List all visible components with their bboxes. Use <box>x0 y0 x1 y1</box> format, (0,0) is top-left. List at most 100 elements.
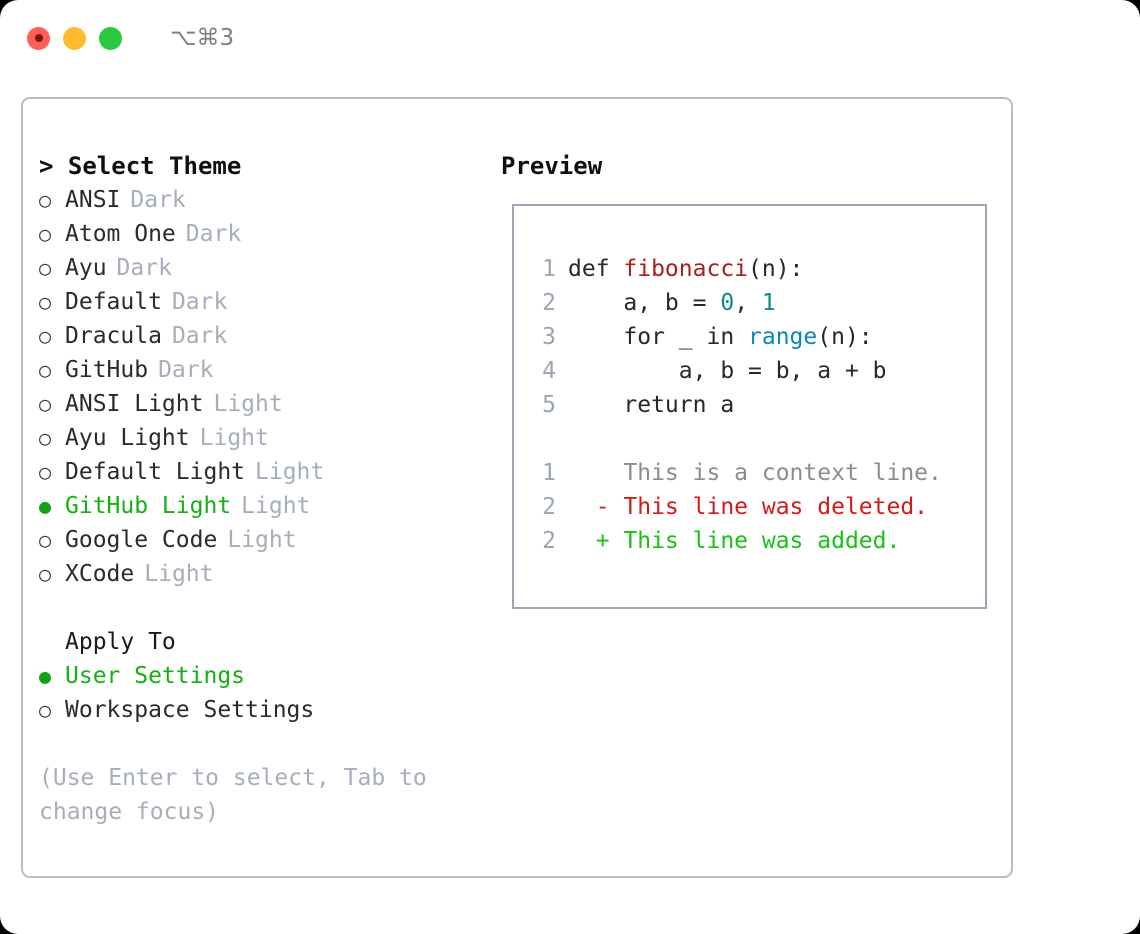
theme-list-item[interactable]: ○ XCode Light <box>39 557 499 591</box>
code-token-plain: a, b = <box>568 290 721 316</box>
code-token-plain: def <box>568 256 624 282</box>
theme-category-label: Light <box>144 561 214 587</box>
theme-category-label: Dark <box>116 255 172 281</box>
code-line-number: 5 <box>542 392 556 418</box>
close-button[interactable] <box>27 26 50 50</box>
radio-unselected-icon[interactable]: ○ <box>39 392 52 416</box>
code-token-call: range <box>748 324 818 350</box>
radio-selected-icon[interactable]: ● <box>39 664 52 688</box>
theme-name-label: Dracula <box>65 323 162 349</box>
radio-unselected-icon[interactable]: ○ <box>39 324 52 348</box>
theme-name-label: ANSI <box>65 187 121 213</box>
theme-list-item[interactable]: ○ GitHub Dark <box>39 353 499 387</box>
theme-name-label: ANSI Light <box>65 391 204 417</box>
theme-name-label: Google Code <box>65 527 218 553</box>
code-line-number: 3 <box>542 324 556 350</box>
code-line: 3 for _ in range(n): <box>532 320 985 354</box>
theme-list-item[interactable]: ○ Ayu Dark <box>39 251 499 285</box>
theme-name-label: GitHub <box>65 357 149 383</box>
minimize-button[interactable] <box>63 26 86 50</box>
apply-to-option[interactable]: ○ Workspace Settings <box>39 693 499 727</box>
maximize-button[interactable] <box>99 26 122 50</box>
radio-unselected-icon[interactable]: ○ <box>39 426 52 450</box>
theme-category-label: Dark <box>130 187 186 213</box>
code-token-plain: , <box>734 290 762 316</box>
diff-line-text: - This line was deleted. <box>568 494 929 520</box>
radio-selected-icon[interactable]: ● <box>39 494 52 518</box>
diff-line-number: 2 <box>542 528 556 554</box>
diff-line: 1 This is a context line. <box>532 456 985 490</box>
code-token-func: fibonacci <box>623 256 749 282</box>
code-line: 5 return a <box>532 388 985 422</box>
code-token-plain: a, b = b, a + b <box>568 358 887 384</box>
theme-category-label: Dark <box>158 357 214 383</box>
apply-to-option-label: User Settings <box>65 663 246 689</box>
title-bar: ⌥⌘3 <box>0 0 1140 76</box>
theme-list-item[interactable]: ○ Ayu Light Light <box>39 421 499 455</box>
theme-list-item[interactable]: ○ Dracula Dark <box>39 319 499 353</box>
code-line: 4 a, b = b, a + b <box>532 354 985 388</box>
theme-category-label: Light <box>213 391 283 417</box>
code-line: 1 def fibonacci(n): <box>532 252 985 286</box>
theme-name-label: Ayu <box>65 255 107 281</box>
theme-list-item[interactable]: ○ ANSI Dark <box>39 183 499 217</box>
code-token-num: 0 <box>720 290 735 316</box>
radio-unselected-icon[interactable]: ○ <box>39 358 52 382</box>
keyboard-hint-text: (Use Enter to select, Tab to change focu… <box>39 765 441 825</box>
code-token-num: 1 <box>761 290 776 316</box>
theme-category-label: Light <box>241 493 311 519</box>
radio-unselected-icon[interactable]: ○ <box>39 528 52 552</box>
radio-unselected-icon[interactable]: ○ <box>39 188 52 212</box>
code-line: 2 a, b = 0, 1 <box>532 286 985 320</box>
apply-to-list[interactable]: ● User Settings ○ Workspace Settings <box>39 659 499 727</box>
radio-unselected-icon[interactable]: ○ <box>39 460 52 484</box>
theme-category-label: Light <box>255 459 325 485</box>
diff-line-number: 1 <box>542 460 556 486</box>
theme-category-label: Dark <box>171 323 228 349</box>
diff-line-number: 2 <box>542 494 556 520</box>
code-token-plain: (n): <box>817 324 873 350</box>
theme-list-item[interactable]: ○ Default Light Light <box>39 455 499 489</box>
apply-to-section: Apply To ●User Settings○Workspace Settin… <box>39 625 499 727</box>
diff-line: 2 - This line was deleted. <box>532 490 985 524</box>
code-line-number: 2 <box>542 290 556 316</box>
theme-category-label: Dark <box>171 289 228 315</box>
code-token-plain: for _ in <box>568 324 749 350</box>
theme-list-item[interactable]: ○ ANSI Light Light <box>39 387 499 421</box>
theme-name-label: Atom One <box>65 221 176 247</box>
radio-unselected-icon[interactable]: ○ <box>39 222 52 246</box>
code-line-number: 4 <box>542 358 556 384</box>
apply-to-option[interactable]: ● User Settings <box>39 659 499 693</box>
code-line-number: 1 <box>542 256 556 282</box>
diff-sample: 1 This is a context line.2 - This line w… <box>532 456 985 558</box>
theme-category-label: Light <box>199 425 269 451</box>
diff-line-text: This is a context line. <box>568 460 942 486</box>
theme-name-label: XCode <box>65 561 135 587</box>
keyboard-shortcut-label: ⌥⌘3 <box>170 25 235 51</box>
theme-name-label: Default Light <box>65 459 246 485</box>
window-controls <box>27 26 122 50</box>
diff-line-text: + This line was added. <box>568 528 901 554</box>
code-line-text: return a <box>568 388 734 422</box>
select-theme-header: > Select Theme <box>39 152 242 180</box>
apply-to-option-label: Workspace Settings <box>65 697 315 723</box>
radio-unselected-icon[interactable]: ○ <box>39 290 52 314</box>
diff-line: 2 + This line was added. <box>532 524 985 558</box>
radio-unselected-icon[interactable]: ○ <box>39 256 52 280</box>
code-line-text: a, b = b, a + b <box>568 354 887 388</box>
theme-name-label: Ayu Light <box>65 425 190 451</box>
code-token-plain: (n): <box>748 256 804 282</box>
radio-unselected-icon[interactable]: ○ <box>39 562 52 586</box>
radio-unselected-icon[interactable]: ○ <box>39 698 52 722</box>
